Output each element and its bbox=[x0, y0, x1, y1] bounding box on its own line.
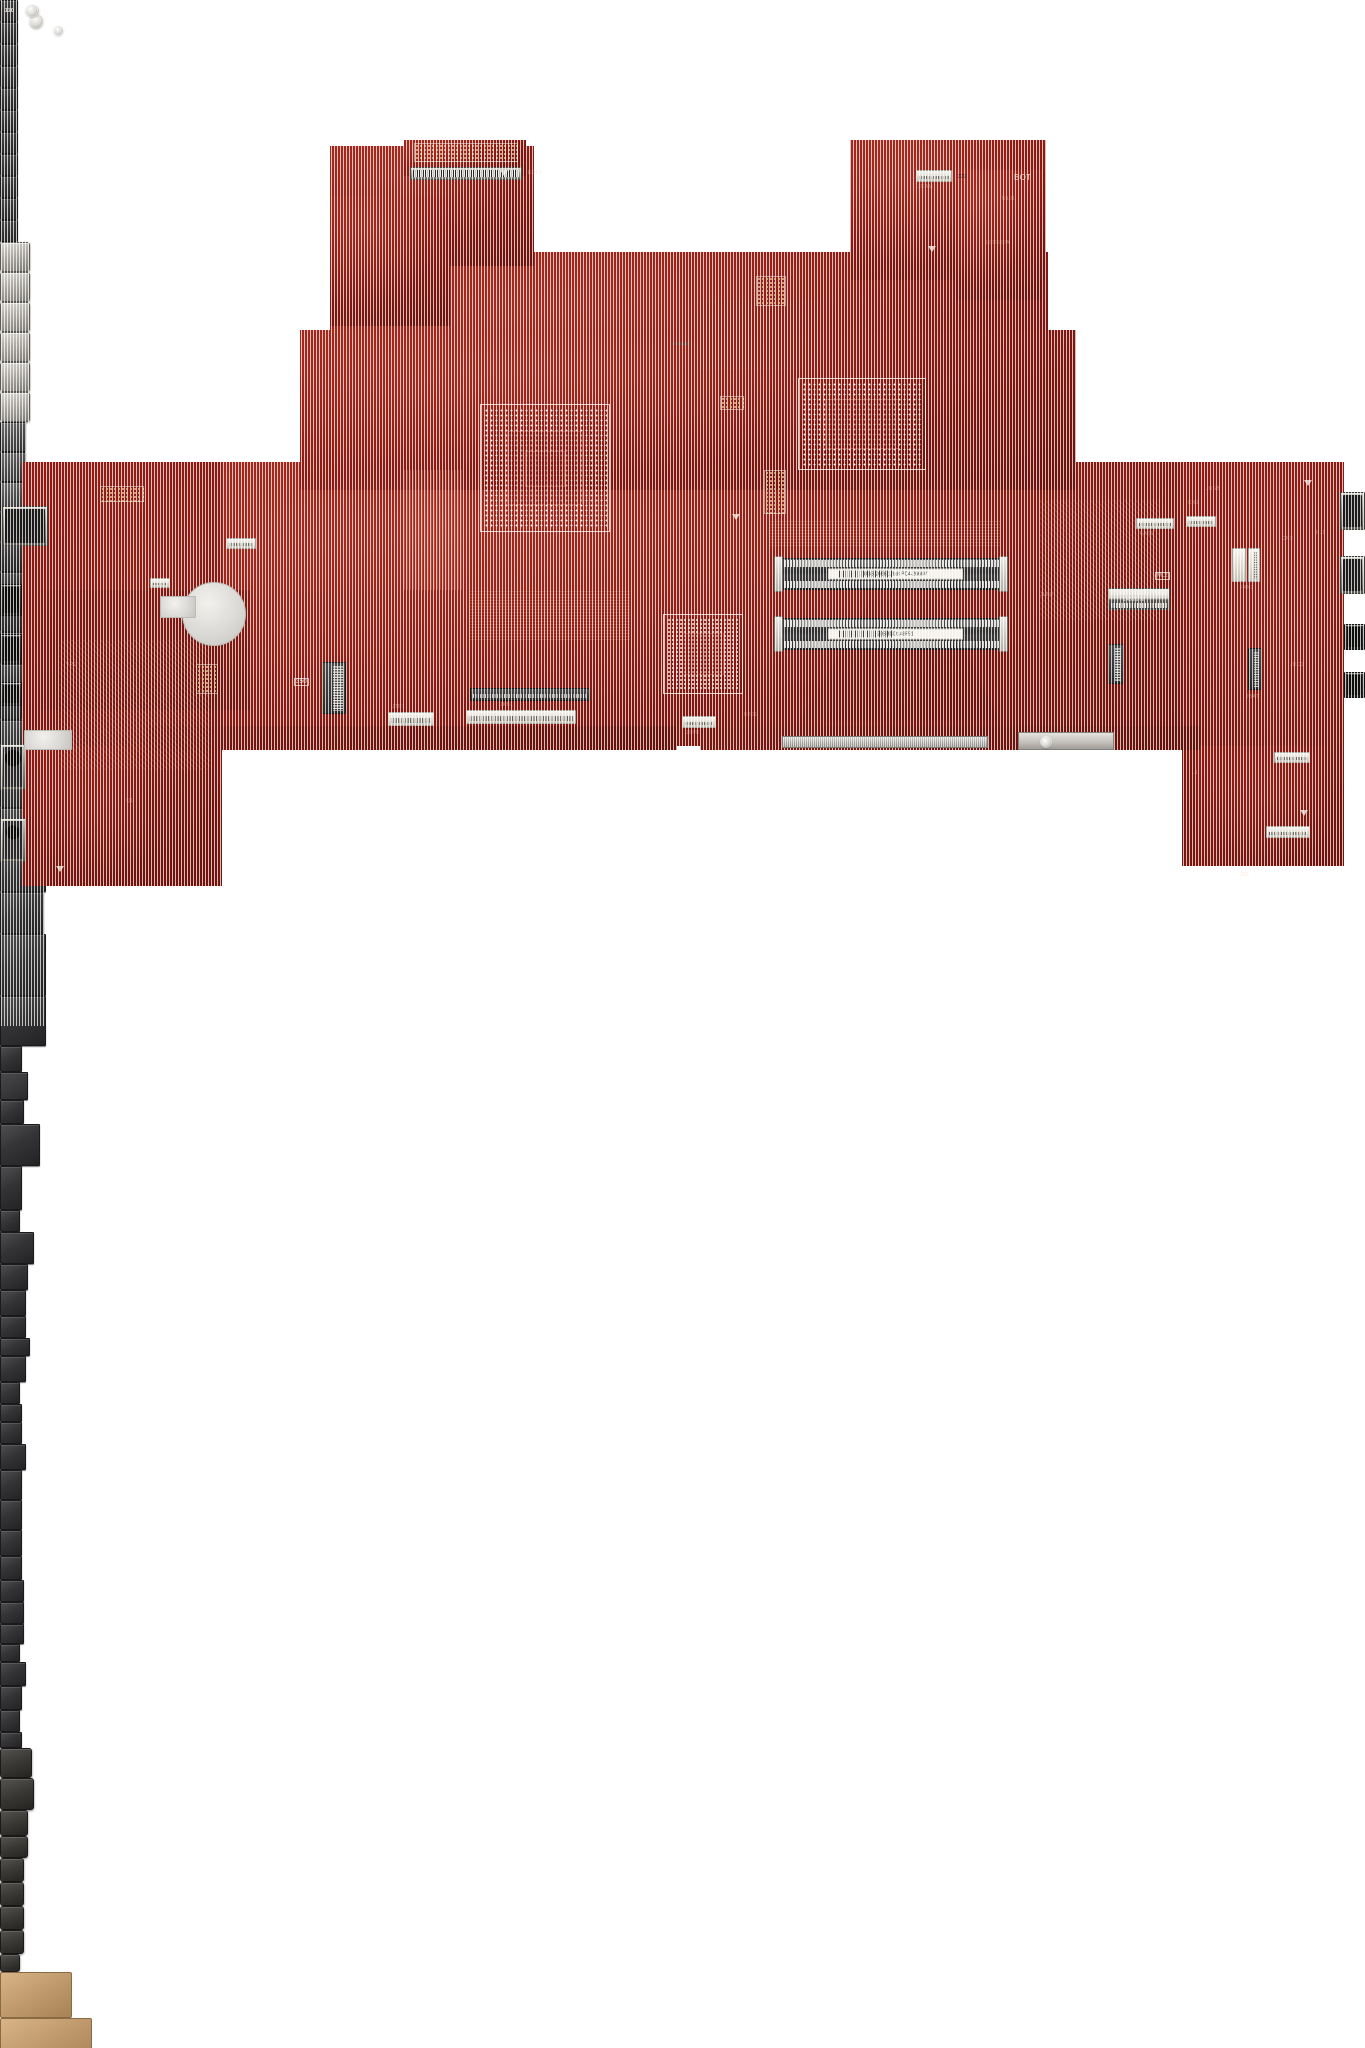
ic-mid-5 bbox=[0, 1662, 26, 1686]
bot-marker-text: BOT bbox=[1014, 173, 1032, 182]
inductor-left-2 bbox=[0, 1778, 34, 1810]
ic-left-pmic-4 bbox=[0, 1556, 22, 1580]
ic-mid-6 bbox=[0, 1686, 22, 1710]
ic-right-lan bbox=[0, 1338, 30, 1356]
silk-jdc-label: JDC1 bbox=[1290, 662, 1304, 668]
inductor-mid-2 bbox=[0, 1836, 28, 1858]
silk-jled-label: JLED bbox=[1040, 592, 1054, 598]
gold-test-pads-center bbox=[764, 470, 786, 514]
ic-right-2 bbox=[0, 1264, 28, 1290]
ic-right-4 bbox=[0, 1316, 26, 1338]
ic-mid-1 bbox=[0, 1580, 24, 1602]
inductor-right-3: 220 bbox=[0, 8, 24, 1930]
ic-large-upper-left bbox=[0, 1046, 22, 1072]
orientation-triangle-lower-left bbox=[56, 866, 64, 872]
inductor-mid-1 bbox=[0, 1810, 28, 1836]
gold-test-pads-lower bbox=[196, 664, 218, 694]
silk-cn1-label: CN1 bbox=[1188, 500, 1199, 506]
gold-test-pads-upper bbox=[756, 276, 786, 306]
ic-left-pmic-2 bbox=[0, 1500, 22, 1530]
silk-cn2-label: CN2 bbox=[1282, 536, 1293, 542]
inductor-left-3 bbox=[0, 1954, 20, 1972]
ic-qfn-top-right bbox=[0, 1100, 24, 1124]
silk-js1-label: JS1 bbox=[1240, 872, 1250, 878]
ic-right-3 bbox=[0, 1290, 26, 1316]
silk-u201-label: U201 bbox=[744, 712, 758, 718]
silk-jusb-label: JUSB bbox=[1206, 486, 1220, 492]
ic-audio-codec bbox=[0, 1422, 22, 1444]
orientation-triangle-center bbox=[732, 514, 740, 520]
ic-right-5 bbox=[0, 1356, 26, 1382]
ic-bios-flash bbox=[0, 1166, 22, 1210]
orientation-triangle-upper bbox=[500, 170, 508, 176]
silk-lcd-text: LCD550A bbox=[986, 240, 1010, 246]
inductor-right-1: 220 bbox=[0, 8, 24, 1882]
qc-sticker-rect bbox=[160, 596, 196, 618]
ic-mid-3 bbox=[0, 1624, 24, 1644]
ic-left-pmic-3 bbox=[0, 1530, 22, 1556]
silk-350-label: 350 bbox=[294, 678, 309, 686]
ic-right-1 bbox=[0, 1232, 34, 1264]
ic-mid-7 bbox=[0, 1710, 20, 1732]
ic-center-small-1 bbox=[0, 1382, 20, 1404]
emi-shield-strip bbox=[782, 736, 988, 748]
ic-left-ec bbox=[0, 1444, 26, 1470]
ic-mid-2 bbox=[0, 1602, 24, 1624]
inductor-left-1 bbox=[0, 1748, 32, 1778]
inductor-right-4: 150 bbox=[0, 8, 24, 1954]
silk-333-text: 333 bbox=[958, 174, 968, 180]
ic-soic-top-right bbox=[0, 1124, 40, 1166]
ic-left-pmic-1 bbox=[0, 1470, 22, 1500]
orientation-triangle-right bbox=[1304, 480, 1312, 486]
mounting-bracket bbox=[1018, 732, 1114, 750]
copper-pad-upper-left bbox=[0, 16, 72, 2018]
silk-u101-text: U101 bbox=[1002, 196, 1016, 202]
silk-vr1-label: VR1 bbox=[66, 662, 77, 668]
silk-q1-label: Q1 bbox=[126, 798, 134, 804]
ic-mid-4 bbox=[0, 1644, 20, 1662]
silk-l1-label: L1 bbox=[1192, 770, 1199, 776]
inductor-right-2: 110 bbox=[0, 8, 24, 1906]
ic-left-lower bbox=[0, 1210, 20, 1232]
silk-pj1-label: PJ1 bbox=[1316, 530, 1326, 536]
qc-sticker-left-lower bbox=[24, 730, 72, 750]
ic-qfn-top-left bbox=[0, 0, 1365, 1100]
orientation-triangle-lower-right bbox=[1300, 810, 1308, 816]
ic-center-small-2 bbox=[0, 1404, 22, 1422]
ic-bottom-center bbox=[0, 1732, 22, 1748]
gold-test-pads-mid bbox=[720, 396, 744, 410]
orientation-triangle-upper-right bbox=[928, 246, 936, 252]
copper-pad-upper-right bbox=[0, 14, 92, 2048]
gold-test-pads-left bbox=[100, 486, 144, 502]
